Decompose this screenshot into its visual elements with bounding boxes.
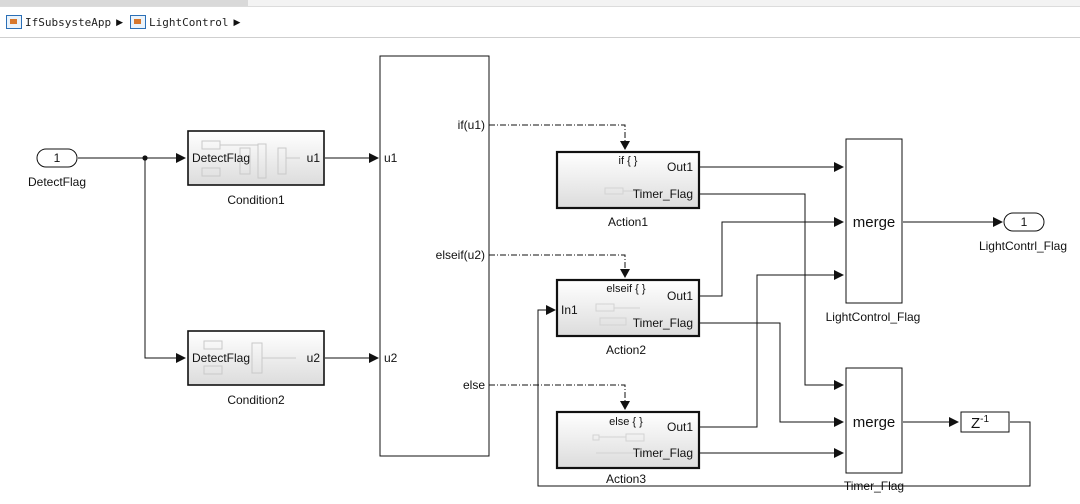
merge-lightcontrol-flag[interactable]: merge LightControl_Flag [826,138,921,324]
breadcrumb: IfSubsysteApp ▶ LightControl ▶ [0,7,1080,38]
action1-block[interactable]: if { } Out1 Timer_Flag Action1 [555,150,701,229]
action2-in1: In1 [561,303,578,317]
merge1-name: LightControl_Flag [826,310,921,324]
action-arrowheads [620,141,630,410]
if-output-if: if(u1) [458,118,485,132]
action-arrow-else [620,401,630,410]
action2-timer-flag: Timer_Flag [633,316,693,330]
action3-out1: Out1 [667,420,693,434]
condition1-out-port: u1 [307,151,321,165]
model-canvas[interactable]: 1 DetectFlag DetectFlag u1 Condition1 De… [0,38,1080,504]
merge-timer-flag[interactable]: merge Timer_Flag [844,367,904,493]
action1-inner-preview [604,187,642,195]
action-line-else[interactable] [489,384,626,406]
action3-name: Action3 [606,472,646,486]
line-delay-feedback-to-action2[interactable] [537,305,1031,487]
delay-exponent: -1 [980,414,989,425]
action2-block[interactable]: elseif { } In1 Out1 Timer_Flag Action2 [555,278,701,357]
if-input-u2: u2 [384,351,398,365]
condition1-inner-preview [201,140,300,179]
signal-lines [78,153,1031,487]
outport-name: LightContrl_Flag [979,239,1067,253]
breadcrumb-item-ifsubsysteapp[interactable]: IfSubsysteApp ▶ [6,14,123,30]
condition2-in-port: DetectFlag [192,351,250,365]
condition2-name: Condition2 [227,393,285,407]
outport-number: 1 [1021,215,1028,229]
action3-block[interactable]: else { } Out1 Timer_Flag Action3 [555,410,701,486]
action-line-if[interactable] [489,124,626,146]
action2-name: Action2 [606,343,646,357]
action-lines [489,124,626,406]
outport-lightcontrl-flag[interactable]: 1 LightContrl_Flag [979,212,1067,253]
block-diagram: 1 DetectFlag DetectFlag u1 Condition1 De… [28,55,1067,493]
if-output-else: else [463,378,485,392]
line-action2-timer-to-merge2[interactable] [700,322,844,427]
condition1-in-port: DetectFlag [192,151,250,165]
action1-out1: Out1 [667,160,693,174]
inport-detectflag[interactable]: 1 DetectFlag [28,148,86,189]
action3-inner-preview [592,433,650,454]
if-output-elseif: elseif(u2) [436,248,485,262]
breadcrumb-arrow-icon: ▶ [233,16,241,27]
action2-out1: Out1 [667,289,693,303]
condition2-inner-preview [203,340,296,375]
subsystem-model-icon [6,15,22,29]
if-block[interactable]: u1 u2 if(u1) elseif(u2) else [379,55,490,457]
unit-delay-block[interactable]: Z-1 [960,411,1010,433]
delay-label: Z-1 [971,414,990,432]
line-inport-to-condition2[interactable] [144,158,186,363]
merge1-label: merge [853,214,896,231]
line-action2-out1-to-merge1[interactable] [700,217,844,297]
active-tab-indicator [0,0,248,6]
breadcrumb-label: LightControl [149,15,229,29]
delay-z: Z [971,415,980,432]
action-line-elseif[interactable] [489,254,626,274]
line-action3-out1-to-merge1[interactable] [700,270,844,428]
condition2-block[interactable]: DetectFlag u2 Condition2 [187,330,325,407]
breadcrumb-label: IfSubsysteApp [25,15,112,29]
condition2-out-port: u2 [307,351,321,365]
condition1-name: Condition1 [227,193,285,207]
condition1-block[interactable]: DetectFlag u1 Condition1 [187,130,325,207]
action3-timer-flag: Timer_Flag [633,446,693,460]
action1-name: Action1 [608,215,648,229]
subsystem-icon [130,15,146,29]
action2-action-port: elseif { } [606,283,645,295]
inport-name: DetectFlag [28,175,86,189]
inport-number: 1 [54,151,61,165]
line-action1-timer-to-merge2[interactable] [700,193,844,390]
action1-action-port: if { } [619,155,638,167]
action2-inner-preview [595,303,640,326]
top-tab-strip [0,0,1080,7]
if-input-u1: u1 [384,151,398,165]
branch-point [142,155,148,161]
breadcrumb-arrow-icon: ▶ [116,16,124,27]
merge2-name: Timer_Flag [844,479,904,493]
action-arrow-if [620,141,630,150]
merge2-label: merge [853,414,896,431]
action1-timer-flag: Timer_Flag [633,187,693,201]
action3-action-port: else { } [609,416,643,428]
breadcrumb-item-lightcontrol[interactable]: LightControl ▶ [130,14,240,30]
action-arrow-elseif [620,269,630,278]
